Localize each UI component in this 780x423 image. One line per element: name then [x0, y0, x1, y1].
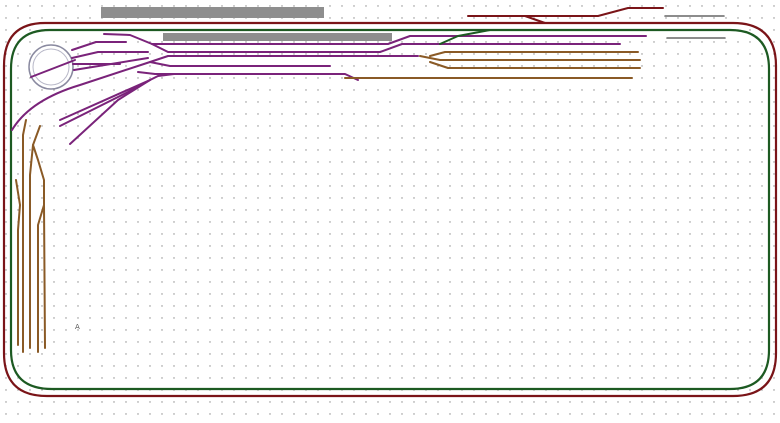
platform-lower[interactable] — [163, 33, 392, 41]
turntable-pit — [32, 48, 70, 86]
annotation-marker: A — [75, 323, 80, 331]
turntable[interactable] — [28, 44, 74, 90]
mainline-outer-loop[interactable] — [2, 21, 778, 398]
yard-tracks[interactable] — [11, 29, 647, 145]
industry-sidings-right[interactable] — [344, 51, 641, 79]
turntable-bridge[interactable] — [30, 59, 76, 78]
branch-top-right[interactable] — [467, 7, 664, 24]
industry-sidings-left[interactable] — [15, 119, 46, 353]
mainline-inner-loop[interactable] — [9, 28, 771, 391]
platform-upper[interactable] — [101, 7, 324, 18]
